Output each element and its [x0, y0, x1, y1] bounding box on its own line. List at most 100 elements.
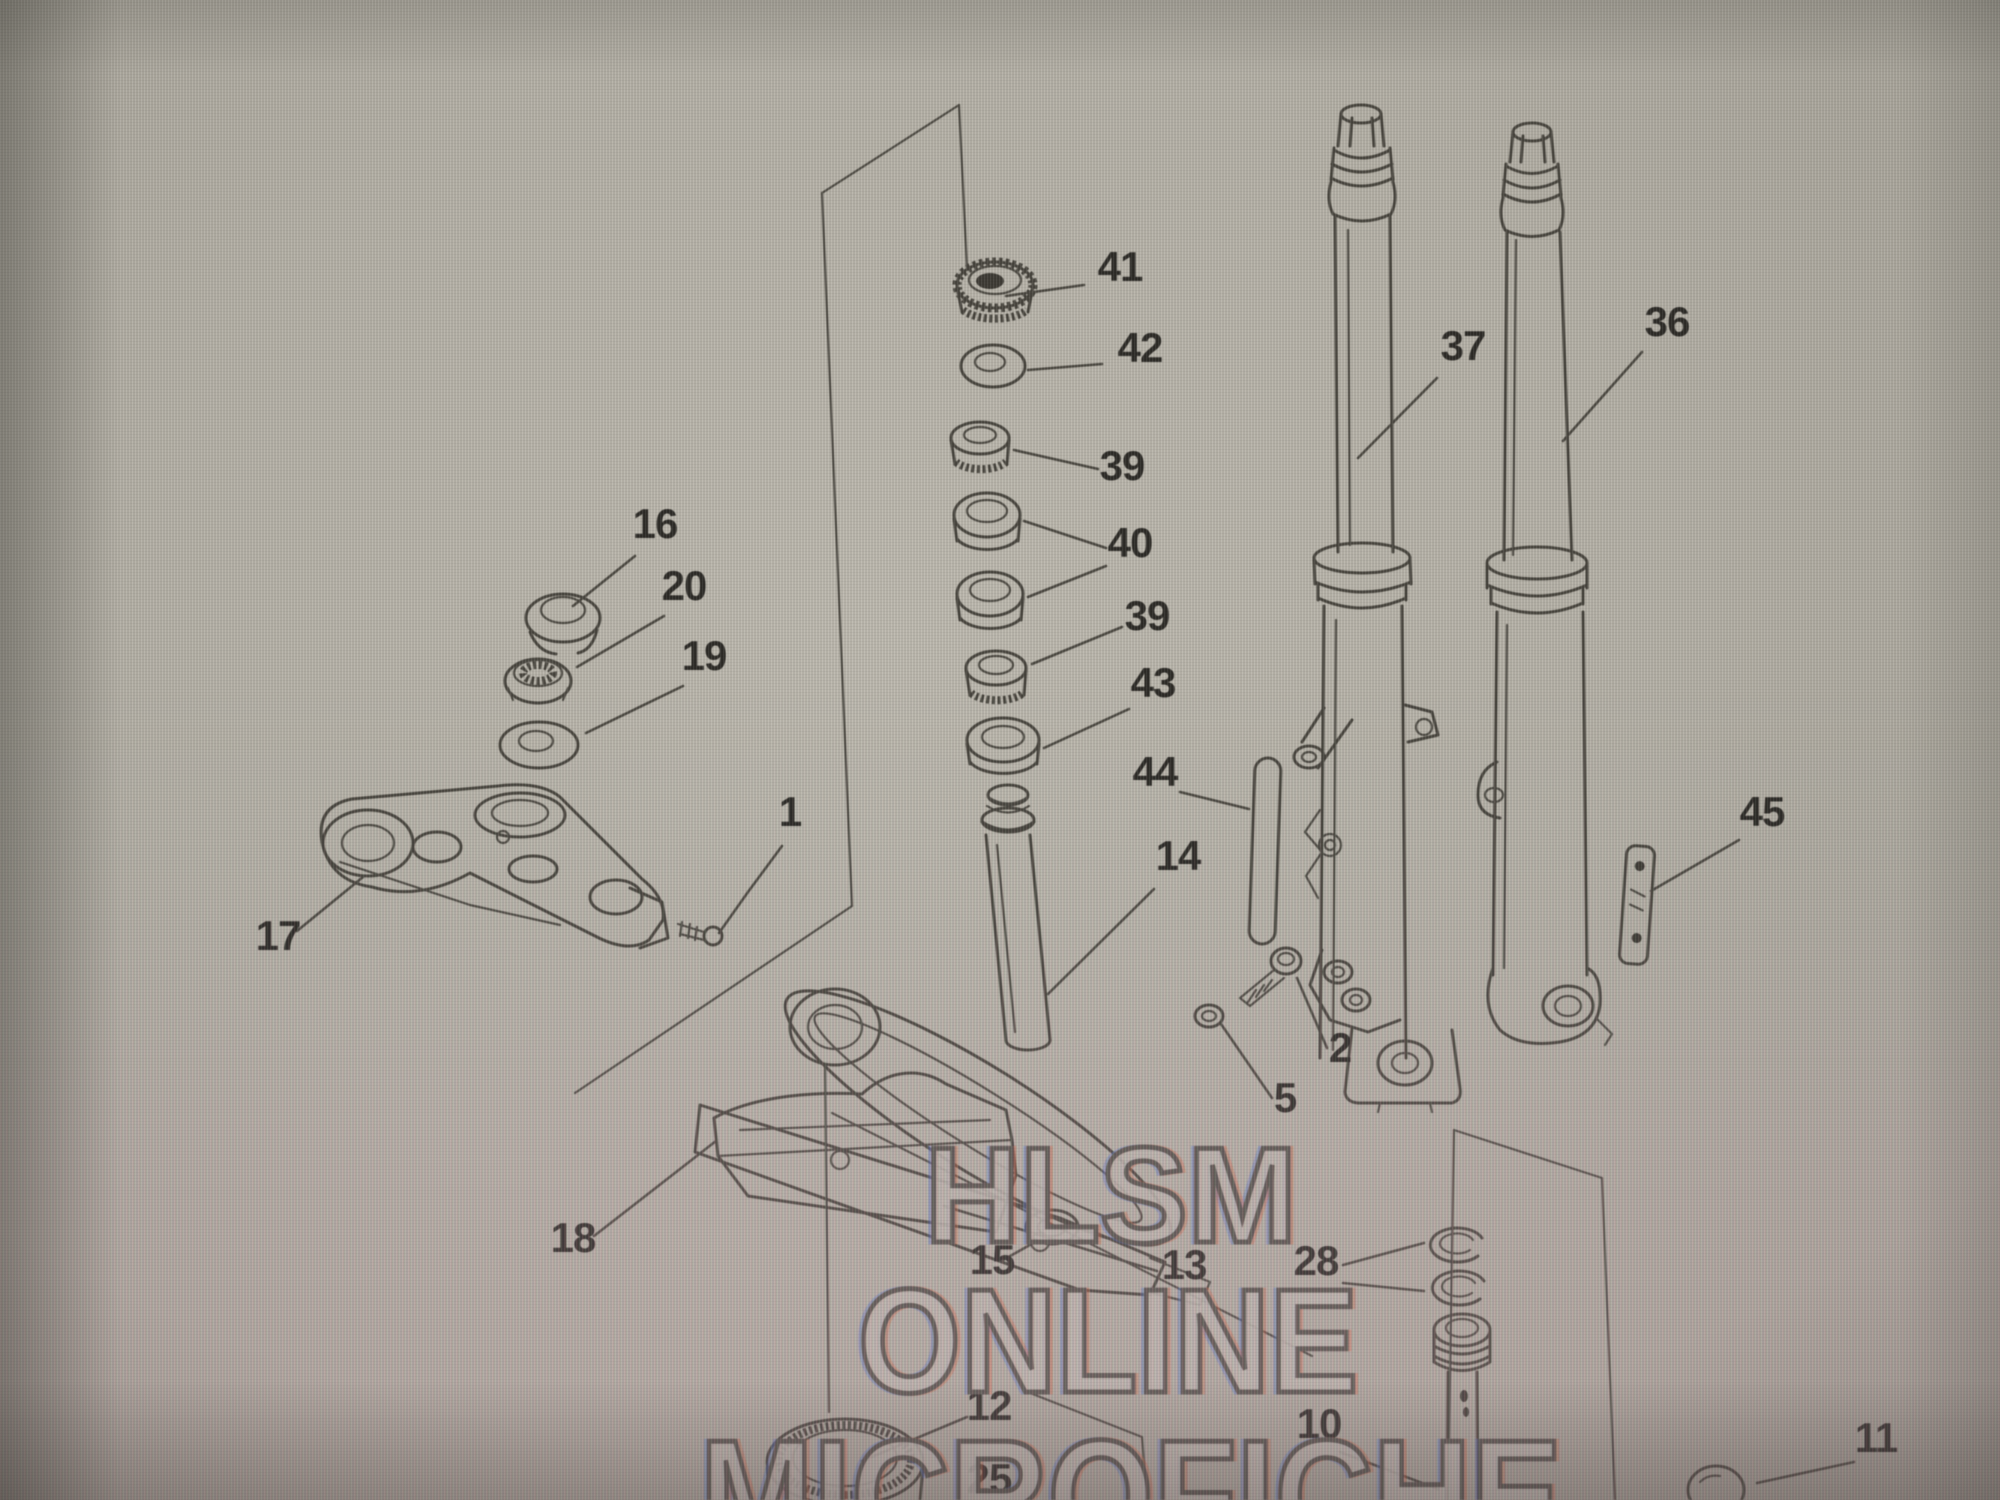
watermark-text: HLSM — [922, 1119, 1294, 1271]
callout-43: 43 — [1042, 659, 1176, 750]
part-number-label: 19 — [682, 632, 727, 679]
fork-leg-left — [1292, 103, 1462, 1114]
leader-line — [717, 844, 784, 935]
watermark-text: ONLINE — [855, 1259, 1355, 1424]
part-16-dust-cover — [524, 592, 602, 656]
part-number-label: 41 — [1098, 243, 1143, 290]
leader-line — [575, 614, 666, 669]
part-2-bolt — [1238, 946, 1303, 1008]
part-14-steering-stem — [980, 783, 1052, 1052]
left-sheet — [573, 103, 969, 1095]
part-43-seal — [965, 716, 1041, 775]
leader-line — [295, 875, 365, 933]
part-number-label: 39 — [1100, 442, 1145, 489]
part-number-label: 37 — [1441, 322, 1486, 369]
leader-line — [1022, 519, 1108, 550]
part-number-label: 13 — [1162, 1241, 1207, 1288]
leader-line — [1004, 283, 1086, 298]
part-number-label: 45 — [1740, 788, 1785, 835]
part-5-washer — [1193, 1003, 1225, 1029]
part-1-pinch-bolt — [676, 920, 724, 947]
leader-line — [1219, 1022, 1274, 1100]
watermark-overlay: HLSMHLSMHLSMONLINEONLINEONLINEMICROFICHE… — [695, 1117, 1568, 1500]
part-39-bearing-upper — [949, 420, 1011, 474]
part-44-pin — [1247, 756, 1283, 946]
part-18-bracket — [712, 1071, 1018, 1234]
part-number-label: 28 — [1294, 1237, 1339, 1284]
watermark-text: MICROFICHE — [697, 1408, 1559, 1500]
leader-line — [1030, 625, 1124, 666]
leader-line — [1649, 838, 1741, 893]
backdrop-sheets — [573, 103, 1617, 1500]
leader-line — [860, 1415, 969, 1463]
part-number-label: 2 — [1329, 1024, 1351, 1071]
part-19-washer — [498, 720, 580, 770]
leader-line — [1341, 1241, 1426, 1267]
watermark-text: HLSM — [925, 1119, 1297, 1271]
part-number-label: 11 — [1855, 1414, 1898, 1461]
leader-line — [584, 684, 685, 735]
bottom-center-sheet — [823, 1062, 1314, 1500]
leader-line — [1026, 362, 1104, 372]
callout-2: 2 — [1295, 976, 1352, 1071]
leader-line — [1356, 376, 1439, 460]
part-11-plug — [1686, 1464, 1746, 1500]
part-number-label: 40 — [1108, 519, 1153, 566]
part-10-damper-rod — [1432, 1312, 1492, 1500]
leader-line — [1341, 1281, 1426, 1293]
leader-line — [1338, 1450, 1440, 1491]
part-number-label: 16 — [633, 500, 678, 547]
part-17-upper-triple-clamp — [319, 783, 670, 950]
part-number-label: 18 — [551, 1214, 596, 1261]
part-12-bearing-cone — [765, 1417, 925, 1500]
callout-1: 1 — [717, 788, 803, 935]
part-number-label: 43 — [1131, 659, 1176, 706]
part-number-label: 36 — [1645, 298, 1690, 345]
callout-11: 11 — [1755, 1414, 1899, 1485]
part-number-label: 44 — [1133, 748, 1179, 795]
part-42-washer — [959, 343, 1027, 389]
callout-45: 45 — [1649, 788, 1786, 893]
leader-line — [1755, 1460, 1856, 1485]
watermark-text: HLSM — [928, 1119, 1300, 1271]
part-15-ring — [1024, 1208, 1080, 1246]
leader-line — [1046, 887, 1156, 996]
leader-line — [1295, 976, 1329, 1050]
part-number-label: 12 — [967, 1382, 1012, 1429]
callout-14: 14 — [1046, 832, 1203, 996]
part-number-label: 17 — [256, 912, 301, 959]
callout-15: 15 — [970, 1236, 1039, 1283]
part-40-race-lower — [955, 570, 1025, 630]
part-number-label: 25 — [967, 1455, 1012, 1500]
part-number-label: 42 — [1118, 324, 1163, 371]
part-number-label: 14 — [1156, 832, 1202, 879]
callout-5: 5 — [1219, 1022, 1298, 1121]
callout-18: 18 — [551, 1139, 718, 1261]
callout-20: 20 — [575, 562, 707, 669]
callout-19: 19 — [584, 632, 727, 735]
callout-40: 40 — [1022, 519, 1153, 599]
leader-line — [1012, 448, 1100, 471]
part-39-bearing-lower — [964, 649, 1028, 705]
leader-line — [571, 554, 637, 608]
leader-line — [1026, 564, 1108, 599]
callout-25: 25 — [967, 1455, 1013, 1500]
watermark-text: MICROFICHE — [700, 1408, 1562, 1500]
watermark-text: MICROFICHE — [703, 1408, 1565, 1500]
callout-13: 13 — [942, 1204, 1207, 1288]
part-20-steering-stem-nut — [503, 657, 573, 705]
part-number-label: 20 — [662, 562, 707, 609]
leader-line — [942, 1204, 1159, 1273]
part-number-label: 39 — [1125, 592, 1170, 639]
callout-10: 10 — [1297, 1400, 1440, 1491]
part-number-label: 5 — [1274, 1074, 1297, 1121]
callout-17: 17 — [256, 875, 365, 959]
callout-39: 39 — [1012, 442, 1145, 489]
callout-39: 39 — [1030, 592, 1170, 666]
callout-36: 36 — [1561, 298, 1690, 443]
watermark-text: ONLINE — [858, 1259, 1358, 1424]
part-45-reflector-plate — [1618, 844, 1656, 966]
